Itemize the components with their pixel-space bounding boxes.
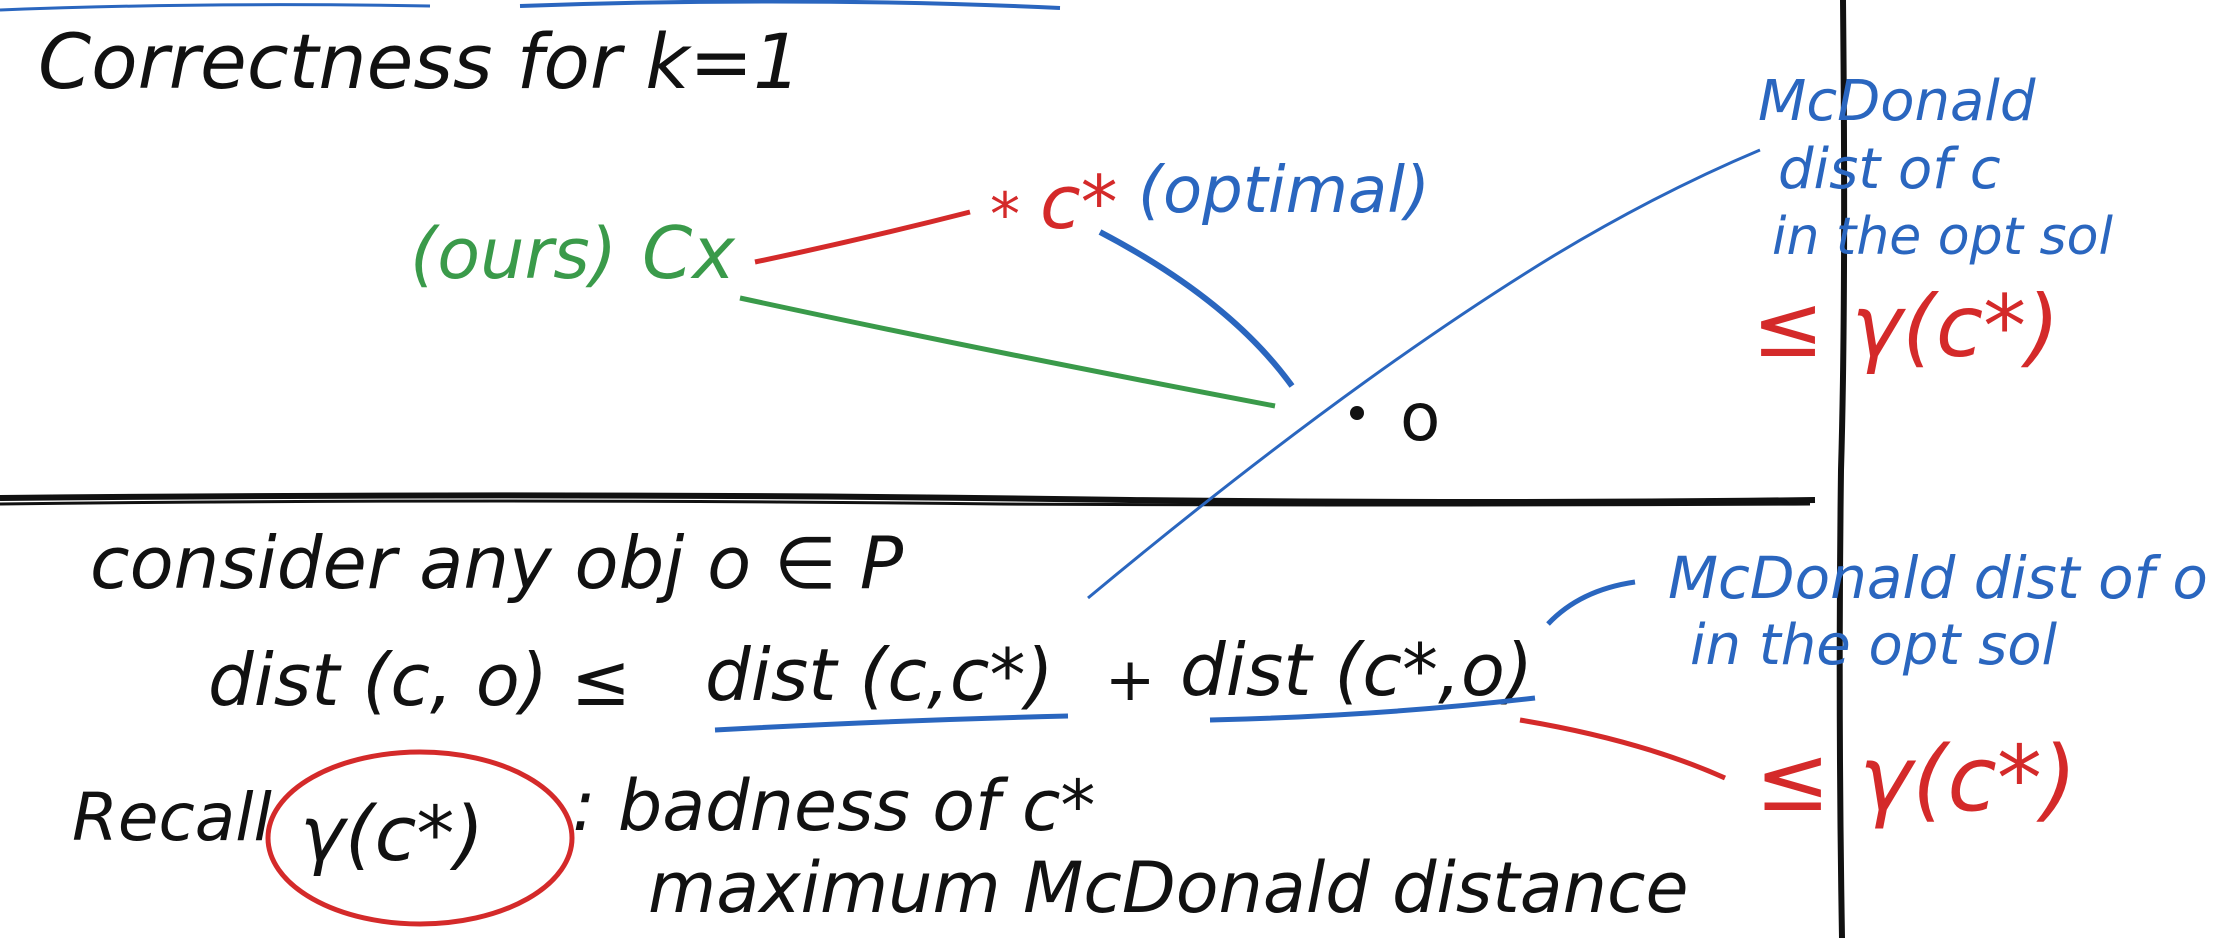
side-note-top-line1: McDonald (1758, 69, 2036, 134)
term2-underline (1209, 695, 1536, 723)
star-mark: * (990, 180, 1020, 250)
c-x-label: Cx (642, 211, 736, 295)
optimal-label: (optimal) (1138, 154, 1430, 228)
red-link-cx-cstar (754, 209, 971, 265)
top-edge-stroke-2 (519, 0, 1061, 10)
gamma-circle (265, 749, 575, 927)
top-edge-stroke (0, 3, 431, 12)
gamma-cstar: γ(c*) (300, 789, 484, 878)
side-note-top-line3: in the opt sol (1772, 207, 2113, 267)
blue-arrow-term2 (1546, 579, 1636, 626)
blue-link-cstar-o (1098, 229, 1295, 388)
blue-annotation-line (1087, 148, 1761, 600)
inequality-term1: dist (c,c*) (705, 633, 1054, 717)
side-note-top-bound: ≤ γ(c*) (1752, 277, 2060, 377)
side-note-top-line2: dist of c (1778, 137, 2001, 202)
inequality-left: dist (c, o) ≤ (208, 638, 631, 722)
side-note-bottom-line2: in the opt sol (1690, 613, 2058, 678)
inequality-plus: + (1105, 645, 1155, 715)
maximum-line: maximum McDonald distance (648, 847, 1689, 929)
side-note-bottom-line1: McDonald dist of o (1668, 544, 2208, 612)
horizontal-divider (0, 492, 1816, 505)
vertical-divider (1836, 0, 1848, 938)
consider-line: consider any obj o ∈ P (90, 521, 904, 605)
object-point (1350, 406, 1364, 420)
horizontal-divider-shadow (0, 499, 1811, 507)
object-o-label: o (1400, 379, 1440, 456)
recall-label: Recall (72, 779, 273, 856)
ours-label: (ours) (410, 213, 617, 295)
inequality-term2: dist (c*,o) (1180, 628, 1533, 712)
term1-underline (714, 713, 1069, 733)
red-arrow-term2 (1519, 717, 1727, 781)
side-note-bottom-bound: ≤ γ(c*) (1755, 727, 2077, 832)
green-link-cx-o (739, 295, 1276, 409)
badness-line: : badness of c* (572, 765, 1095, 847)
page-title: Correctness for k=1 (38, 17, 801, 106)
